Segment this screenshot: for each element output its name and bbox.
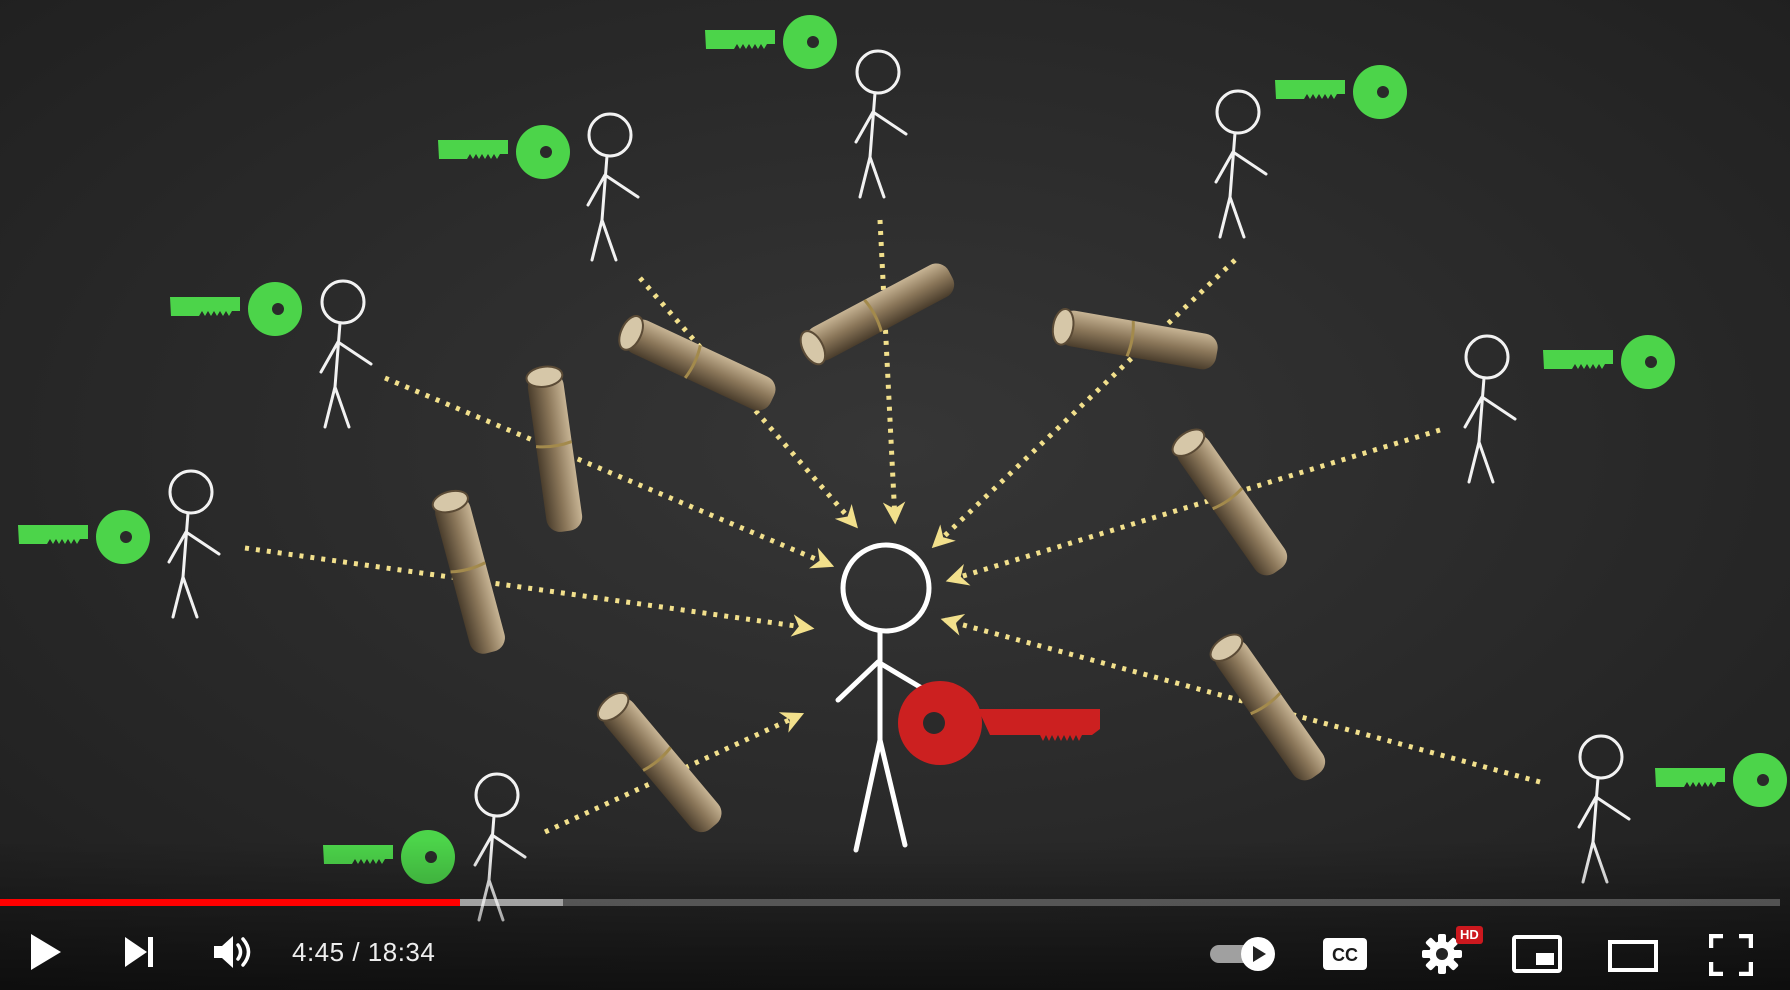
time-display: 4:45 / 18:34	[292, 937, 435, 968]
duration: 18:34	[367, 937, 436, 967]
time-separator: /	[344, 937, 368, 967]
captions-icon: CC	[1323, 938, 1367, 970]
theater-mode-icon	[1608, 940, 1658, 972]
volume-icon	[214, 936, 251, 968]
fullscreen-button[interactable]	[1706, 932, 1756, 978]
captions-label: CC	[1332, 945, 1358, 965]
play-icon	[31, 934, 61, 970]
hd-badge: HD	[1456, 926, 1483, 944]
current-time: 4:45	[292, 937, 345, 967]
theater-mode-button[interactable]	[1606, 936, 1660, 976]
gear-icon	[1422, 934, 1462, 974]
private-key-icon	[898, 681, 1100, 765]
central-figure	[835, 542, 932, 853]
captions-button[interactable]: CC	[1320, 934, 1370, 974]
play-button[interactable]	[22, 928, 68, 976]
next-icon	[125, 937, 153, 967]
miniplayer-button[interactable]	[1510, 932, 1564, 976]
mute-button[interactable]	[208, 928, 256, 976]
fullscreen-icon	[1709, 934, 1753, 976]
settings-button[interactable]	[1418, 930, 1466, 978]
autoplay-toggle-icon	[1210, 937, 1275, 971]
next-button[interactable]	[116, 930, 162, 974]
played-segment	[0, 899, 461, 906]
progress-bar[interactable]	[0, 899, 1780, 906]
miniplayer-icon	[1512, 935, 1562, 973]
autoplay-toggle[interactable]	[1206, 934, 1282, 974]
